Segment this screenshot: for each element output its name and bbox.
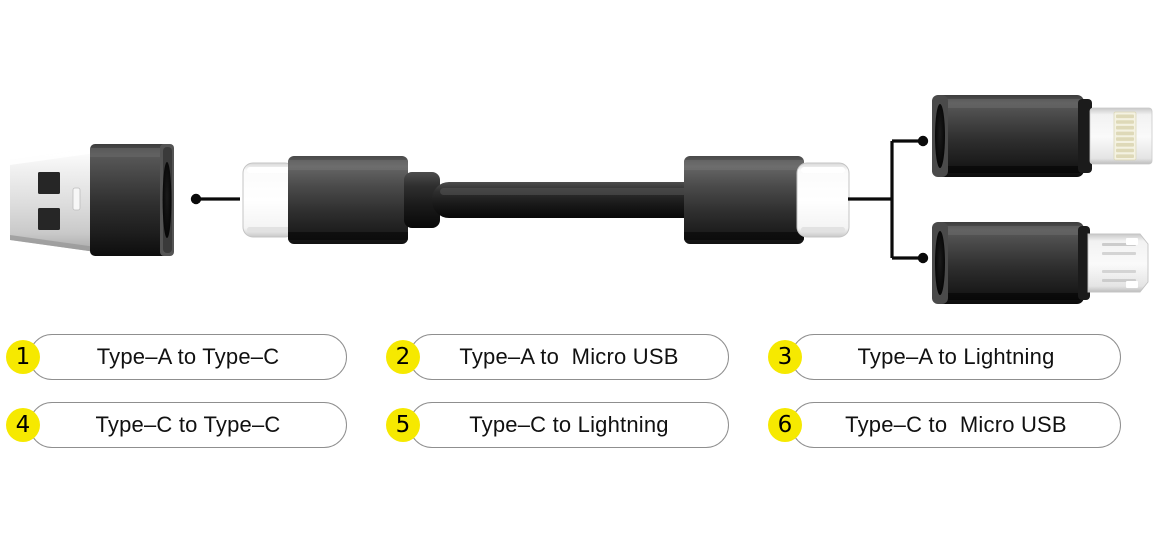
- bracket-dot-lower: [917, 252, 929, 264]
- legend-number-badge: 1: [6, 340, 40, 374]
- type-a-to-type-c-adapter: [10, 144, 174, 256]
- legend-number-badge: 3: [768, 340, 802, 374]
- right-type-c-male-tip: [796, 162, 850, 238]
- usb-type-c-female-port-housing: [90, 144, 174, 256]
- left-connector-housing: [288, 156, 408, 244]
- legend-row: 1 Type–A to Type–C 2 Type–A to Micro USB…: [0, 330, 1160, 384]
- lightning-male-tip: [1089, 107, 1153, 165]
- left-pointer-line: [190, 193, 240, 205]
- left-type-c-male-tip: [242, 162, 296, 238]
- type-c-to-lightning-adapter: [932, 95, 1153, 177]
- left-strain-relief: [404, 172, 440, 228]
- legend-pill[interactable]: Type–A to Lightning: [791, 334, 1121, 380]
- legend-number-badge: 5: [386, 408, 420, 442]
- legend-number-badge: 2: [386, 340, 420, 374]
- legend-number-badge: 6: [768, 408, 802, 442]
- adapter-illustration: [10, 95, 1153, 304]
- legend-label: Type–A to Type–C: [96, 344, 280, 369]
- right-connector-housing: [684, 156, 804, 244]
- usb-type-a-plug: [10, 148, 96, 252]
- type-c-to-micro-usb-adapter: [932, 222, 1149, 304]
- legend-label: Type–A to Micro USB: [459, 344, 679, 369]
- lightning-contact-pins: [1116, 114, 1134, 158]
- legend-pill[interactable]: Type–A to Micro USB: [409, 334, 729, 380]
- branch-bracket: [848, 139, 922, 260]
- legend-item-4[interactable]: 4 Type–C to Type–C: [0, 398, 380, 452]
- legend-label: Type–C to Type–C: [95, 412, 281, 437]
- legend-label: Type–C to Micro USB: [845, 412, 1067, 437]
- legend-item-3[interactable]: 3 Type–A to Lightning: [760, 330, 1160, 384]
- legend-number-badge: 4: [6, 408, 40, 442]
- legend-pill[interactable]: Type–A to Type–C: [29, 334, 347, 380]
- legend-label: Type–C to Lightning: [469, 412, 669, 437]
- legend-item-2[interactable]: 2 Type–A to Micro USB: [380, 330, 760, 384]
- micro-usb-collar: [1078, 226, 1090, 300]
- bracket-dot-upper: [917, 135, 929, 147]
- legend-pill[interactable]: Type–C to Lightning: [409, 402, 729, 448]
- legend-item-6[interactable]: 6 Type–C to Micro USB: [760, 398, 1160, 452]
- legend-label: Type–A to Lightning: [857, 344, 1055, 369]
- micro-usb-male-tip: [1087, 233, 1149, 293]
- legend-row: 4 Type–C to Type–C 5 Type–C to Lightning…: [0, 398, 1160, 452]
- type-c-to-type-c-cable: [242, 156, 850, 244]
- legend-item-1[interactable]: 1 Type–A to Type–C: [0, 330, 380, 384]
- legend: 1 Type–A to Type–C 2 Type–A to Micro USB…: [0, 326, 1160, 448]
- legend-item-5[interactable]: 5 Type–C to Lightning: [380, 398, 760, 452]
- legend-pill[interactable]: Type–C to Micro USB: [791, 402, 1121, 448]
- legend-pill[interactable]: Type–C to Type–C: [29, 402, 347, 448]
- lightning-collar: [1078, 99, 1092, 173]
